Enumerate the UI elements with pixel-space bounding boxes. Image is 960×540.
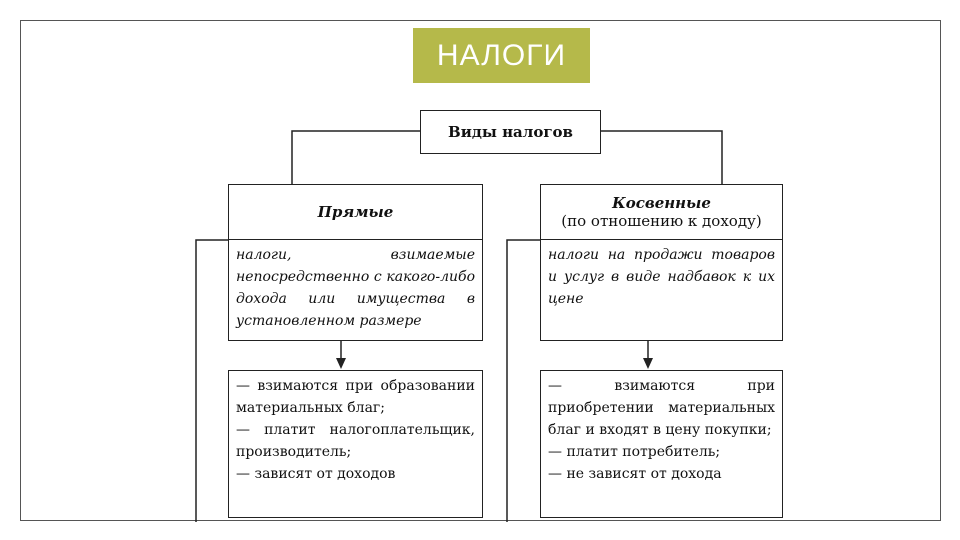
direct-feature-item: — зависят от доходов <box>236 466 396 482</box>
arrow-indirect-head <box>643 358 653 369</box>
indirect-subheading: (по отношению к доходу) <box>561 212 762 230</box>
indirect-heading-box: Косвенные (по отношению к доходу) <box>540 184 783 240</box>
indirect-features: — взимаются при приобретении материальны… <box>540 370 783 518</box>
slide-frame <box>20 20 941 521</box>
direct-heading-box: Прямые <box>228 184 483 240</box>
indirect-heading: Косвенные <box>612 194 711 212</box>
connector-indirect-side <box>506 239 540 522</box>
arrow-direct-head <box>336 358 346 369</box>
indirect-definition: налоги на продажи товаров и услуг в виде… <box>540 239 783 341</box>
direct-definition: налоги, взимаемые непосредственно с како… <box>228 239 483 341</box>
connector-root-direct <box>291 130 420 184</box>
indirect-feature-item: — не зависят от дохода <box>548 466 722 482</box>
connector-root-indirect <box>601 130 723 184</box>
direct-feature-item: — взимаются при образовании материальных… <box>236 378 475 416</box>
indirect-feature-item: — платит потребитель; <box>548 444 721 460</box>
root-box: Виды налогов <box>420 110 601 154</box>
direct-heading: Прямые <box>317 203 394 221</box>
connector-direct-side <box>195 239 228 522</box>
direct-feature-item: — платит налогоплательщик, производитель… <box>236 422 475 460</box>
indirect-feature-item: — взимаются при приобретении материальны… <box>548 378 775 438</box>
direct-features: — взимаются при образовании материальных… <box>228 370 483 518</box>
slide-title: НАЛОГИ <box>413 28 590 83</box>
